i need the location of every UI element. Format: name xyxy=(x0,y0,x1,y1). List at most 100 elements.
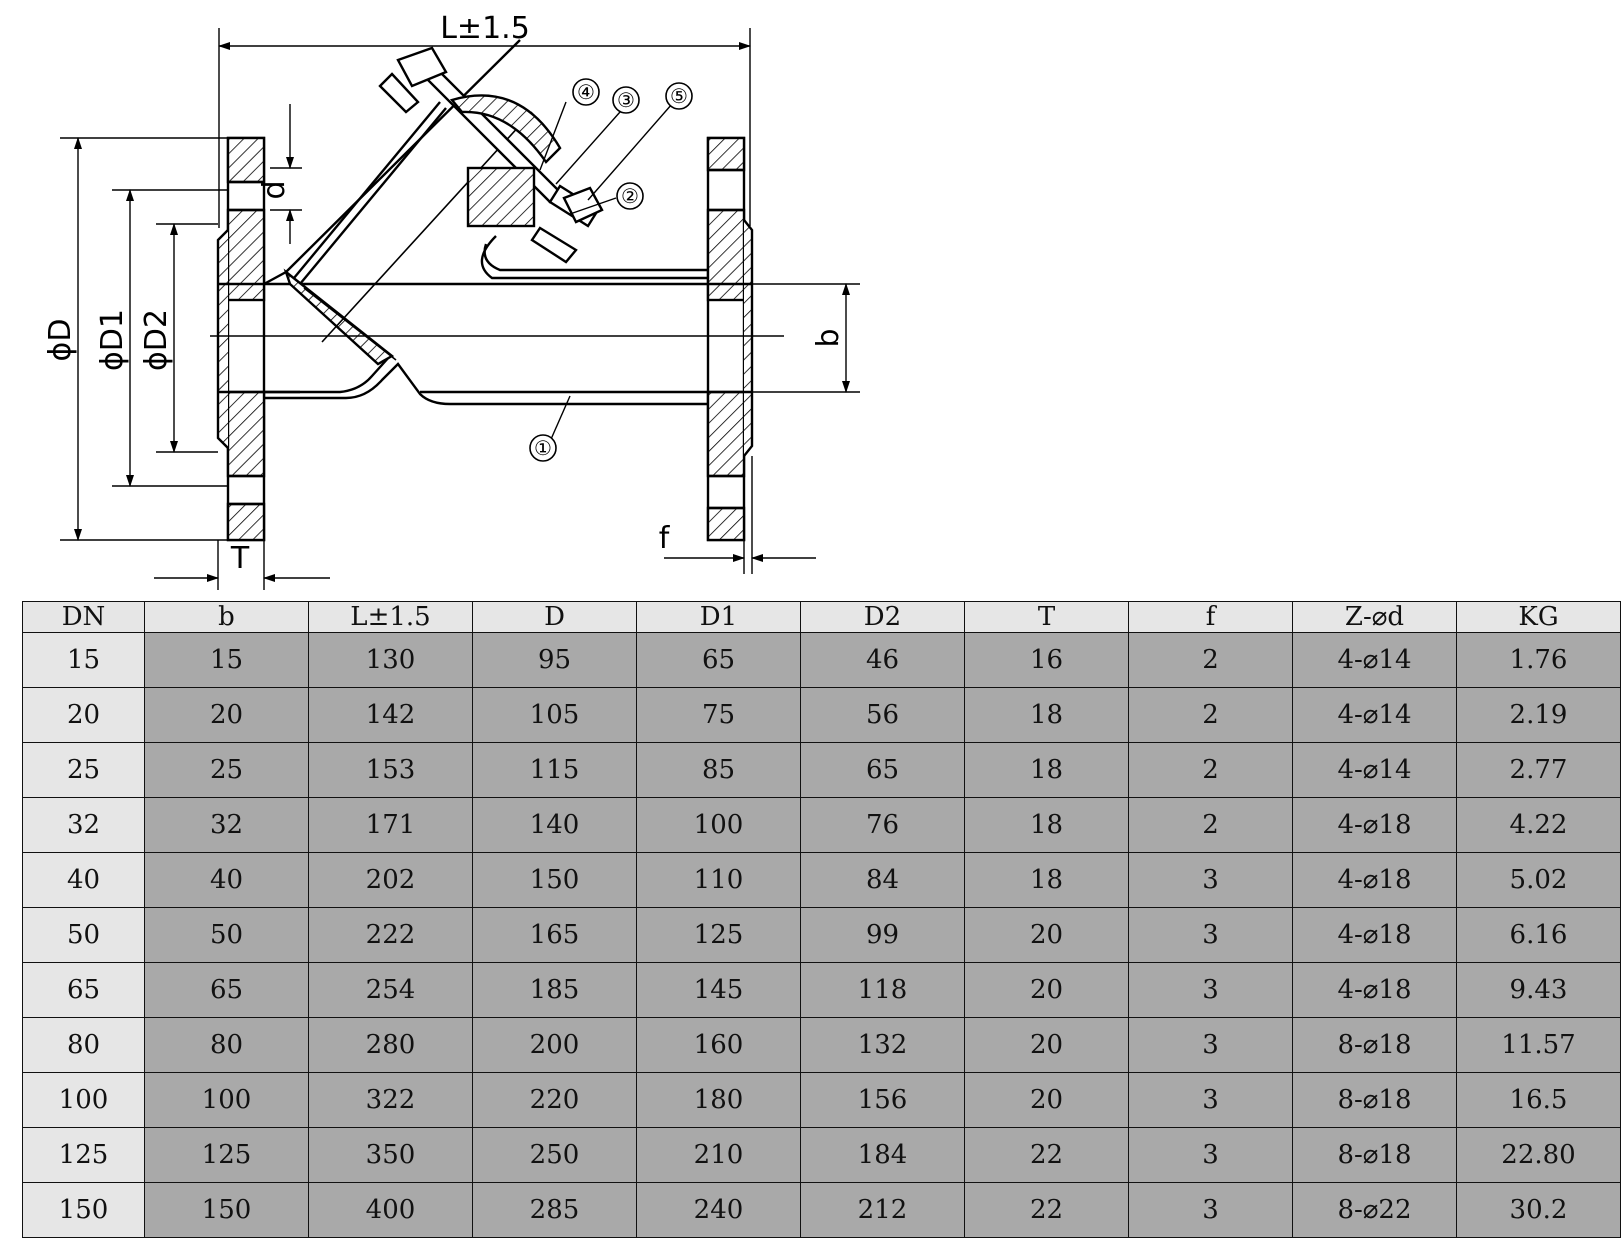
cell-t: 18 xyxy=(964,797,1129,853)
cell-l: 280 xyxy=(308,1017,473,1073)
cell-d2: 118 xyxy=(800,962,965,1018)
cell-z-d: 4-⌀18 xyxy=(1292,962,1457,1018)
cell-dn: 15 xyxy=(22,632,145,688)
cell-kg: 5.02 xyxy=(1456,852,1621,908)
cell-dn: 20 xyxy=(22,687,145,743)
cell-kg: 4.22 xyxy=(1456,797,1621,853)
balloon-3: ③ xyxy=(617,88,635,112)
cell-l: 130 xyxy=(308,632,473,688)
dimension-labels: L±1.5 ϕD ϕD1 ϕD2 b T f d xyxy=(43,11,846,576)
cell-d1: 145 xyxy=(636,962,801,1018)
cell-d2: 76 xyxy=(800,797,965,853)
cell-d: 140 xyxy=(472,797,637,853)
header-l: L±1.5 xyxy=(308,601,473,633)
strainer-cover xyxy=(378,46,604,264)
header-d2: D2 xyxy=(800,601,965,633)
cell-kg: 22.80 xyxy=(1456,1127,1621,1183)
cell-dn: 50 xyxy=(22,907,145,963)
cell-d: 150 xyxy=(472,852,637,908)
header-kg: KG xyxy=(1456,601,1621,633)
cell-b: 150 xyxy=(144,1182,309,1238)
cell-l: 153 xyxy=(308,742,473,798)
cell-f: 3 xyxy=(1128,852,1293,908)
left-flange xyxy=(216,136,266,542)
cell-b: 50 xyxy=(144,907,309,963)
label-outer-diameter: ϕD xyxy=(43,319,78,362)
cell-t: 22 xyxy=(964,1127,1129,1183)
header-d1: D1 xyxy=(636,601,801,633)
cell-l: 202 xyxy=(308,852,473,908)
cell-z-d: 4-⌀18 xyxy=(1292,797,1457,853)
cell-dn: 80 xyxy=(22,1017,145,1073)
label-length: L±1.5 xyxy=(440,11,530,46)
cell-f: 3 xyxy=(1128,962,1293,1018)
balloon-5: ⑤ xyxy=(670,84,688,108)
cell-t: 20 xyxy=(964,962,1129,1018)
cell-d2: 99 xyxy=(800,907,965,963)
dimension-lines xyxy=(60,28,860,590)
right-flange xyxy=(706,136,754,542)
cell-dn: 150 xyxy=(22,1182,145,1238)
cell-b: 15 xyxy=(144,632,309,688)
label-bore: b xyxy=(811,328,846,347)
cell-z-d: 8-⌀18 xyxy=(1292,1127,1457,1183)
cell-b: 80 xyxy=(144,1017,309,1073)
balloon-2: ② xyxy=(621,184,639,208)
cell-t: 18 xyxy=(964,852,1129,908)
cell-l: 400 xyxy=(308,1182,473,1238)
cell-l: 171 xyxy=(308,797,473,853)
cell-kg: 2.19 xyxy=(1456,687,1621,743)
cell-d1: 180 xyxy=(636,1072,801,1128)
cell-f: 3 xyxy=(1128,1017,1293,1073)
cell-b: 40 xyxy=(144,852,309,908)
cell-d2: 46 xyxy=(800,632,965,688)
cell-b: 20 xyxy=(144,687,309,743)
cell-t: 20 xyxy=(964,907,1129,963)
cell-t: 20 xyxy=(964,1017,1129,1073)
balloon-4: ④ xyxy=(577,80,595,104)
cell-z-d: 8-⌀18 xyxy=(1292,1017,1457,1073)
cell-dn: 25 xyxy=(22,742,145,798)
cell-d2: 132 xyxy=(800,1017,965,1073)
cell-kg: 30.2 xyxy=(1456,1182,1621,1238)
cell-d1: 100 xyxy=(636,797,801,853)
header-t: T xyxy=(964,601,1129,633)
cell-b: 100 xyxy=(144,1072,309,1128)
cell-d2: 184 xyxy=(800,1127,965,1183)
cell-dn: 32 xyxy=(22,797,145,853)
balloon-1: ① xyxy=(534,436,552,460)
cell-kg: 2.77 xyxy=(1456,742,1621,798)
cell-b: 125 xyxy=(144,1127,309,1183)
y-strainer-drawing: ① ② ③ ④ ⑤ L±1.5 ϕD ϕD1 ϕD2 b T f d xyxy=(43,11,860,590)
cell-z-d: 4-⌀14 xyxy=(1292,742,1457,798)
cell-t: 16 xyxy=(964,632,1129,688)
cell-d1: 75 xyxy=(636,687,801,743)
cell-z-d: 4-⌀18 xyxy=(1292,907,1457,963)
cell-dn: 100 xyxy=(22,1072,145,1128)
cell-b: 65 xyxy=(144,962,309,1018)
cell-f: 3 xyxy=(1128,907,1293,963)
cell-t: 18 xyxy=(964,742,1129,798)
cell-d1: 160 xyxy=(636,1017,801,1073)
cell-f: 2 xyxy=(1128,797,1293,853)
label-bolt-circle: ϕD1 xyxy=(95,309,130,371)
cell-d2: 156 xyxy=(800,1072,965,1128)
cell-d1: 210 xyxy=(636,1127,801,1183)
cell-kg: 6.16 xyxy=(1456,907,1621,963)
cell-d: 220 xyxy=(472,1072,637,1128)
cell-f: 2 xyxy=(1128,742,1293,798)
cell-d2: 212 xyxy=(800,1182,965,1238)
cell-kg: 11.57 xyxy=(1456,1017,1621,1073)
cell-d1: 85 xyxy=(636,742,801,798)
cell-d: 95 xyxy=(472,632,637,688)
cell-l: 350 xyxy=(308,1127,473,1183)
cell-b: 32 xyxy=(144,797,309,853)
header-d: D xyxy=(472,601,637,633)
cell-t: 22 xyxy=(964,1182,1129,1238)
